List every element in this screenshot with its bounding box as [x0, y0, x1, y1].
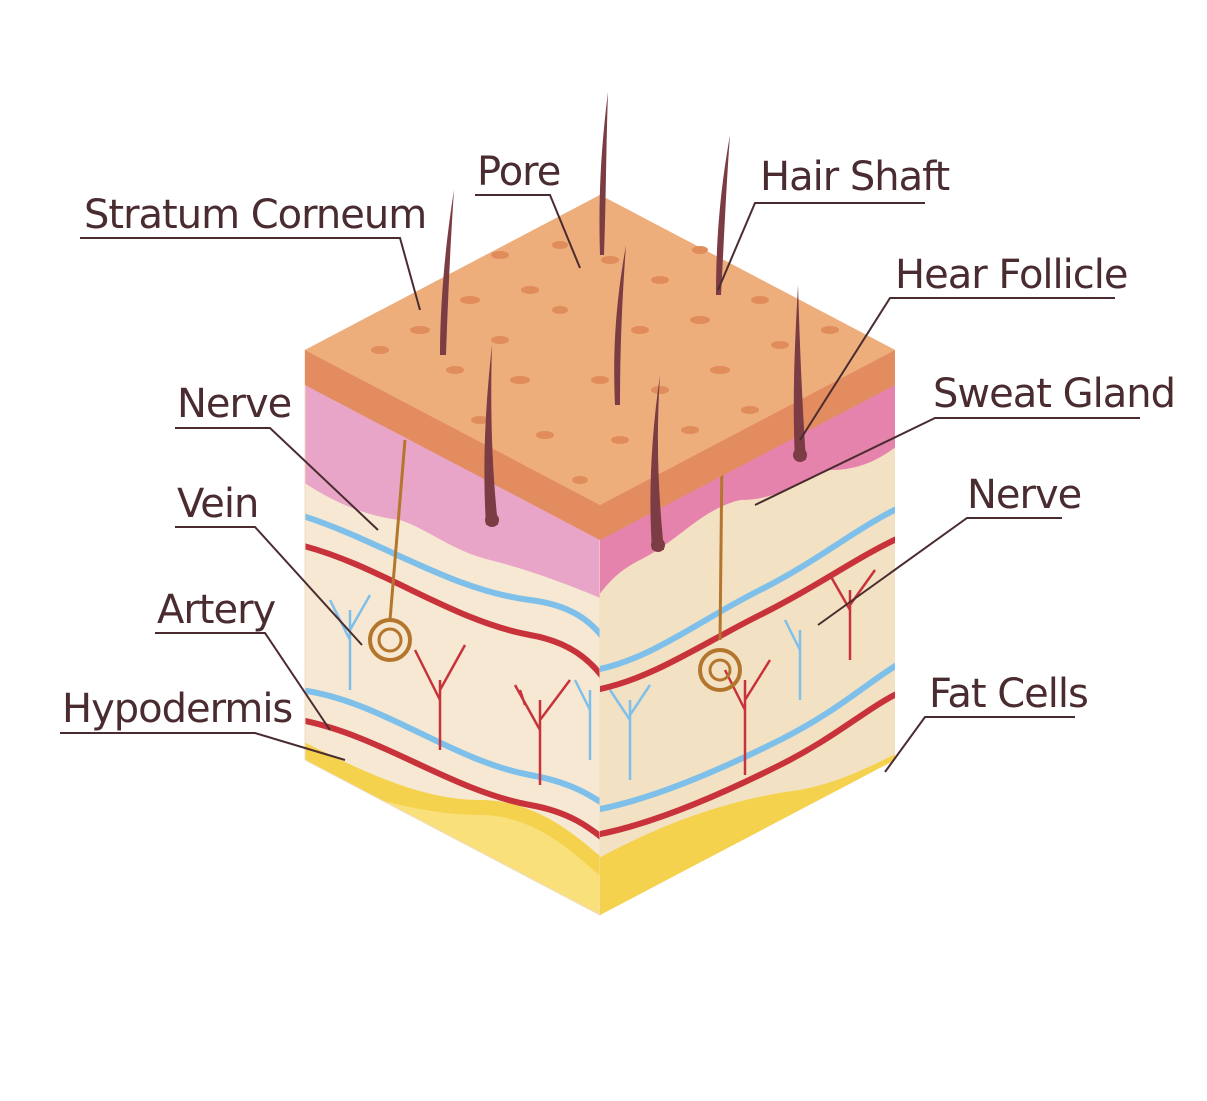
label-nerve-left: Nerve	[177, 381, 291, 427]
label-artery: Artery	[157, 587, 276, 633]
label-stratum-corneum: Stratum Corneum	[84, 192, 426, 238]
epidermis-top	[305, 195, 895, 540]
artery-lower-right	[600, 687, 895, 838]
vein-upper-right	[600, 502, 895, 673]
label-hear-follicle: Hear Follicle	[895, 252, 1127, 298]
label-vein: Vein	[177, 481, 258, 527]
label-hypodermis: Hypodermis	[62, 686, 292, 732]
vein-lower-left	[305, 687, 600, 808]
label-hair-shaft: Hair Shaft	[760, 154, 949, 200]
leader-lines	[60, 194, 1140, 773]
artery-upper-right	[600, 532, 895, 693]
label-nerve-right: Nerve	[967, 472, 1081, 518]
vein-lower-right	[600, 657, 895, 813]
artery-upper-left	[305, 542, 600, 682]
label-pore: Pore	[477, 149, 560, 195]
vein-upper-left	[305, 512, 600, 642]
label-sweat-gland: Sweat Gland	[933, 371, 1175, 417]
artery-lower-left	[305, 717, 600, 843]
labels: Stratum Corneum Pore Hair Shaft Hear Fol…	[62, 149, 1176, 732]
hair-shafts	[440, 92, 807, 552]
label-fat-cells: Fat Cells	[929, 671, 1088, 717]
